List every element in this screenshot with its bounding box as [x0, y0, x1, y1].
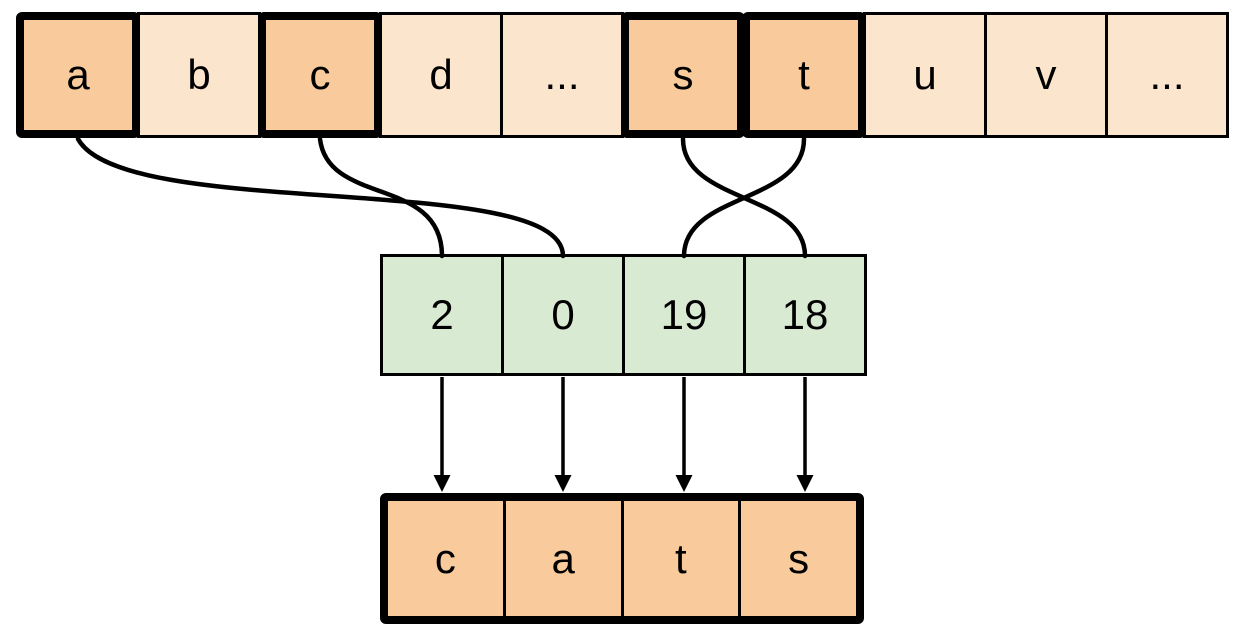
arrow-2-to-c: [433, 377, 451, 492]
alphabet-cell-label: a: [66, 51, 90, 98]
alphabet-cell-t: t: [742, 12, 866, 138]
alphabet-cell-label: b: [187, 51, 211, 98]
output-cell-s: s: [738, 501, 856, 616]
alphabet-cell-label: v: [1035, 51, 1057, 98]
index-cell-18: 18: [743, 254, 867, 376]
arrow-19-to-t: [675, 377, 693, 492]
index-cell-0: 0: [501, 254, 625, 376]
alphabet-cell-u: u: [863, 12, 987, 138]
index-cell-2: 2: [380, 254, 504, 376]
curve-t-to-19: [681, 136, 807, 259]
alphabet-cell-ellipsis-2: ...: [1105, 12, 1229, 138]
alphabet-cell-label: t: [798, 51, 810, 98]
index-cell-19: 19: [622, 254, 746, 376]
arrow-0-to-a: [554, 377, 572, 492]
alphabet-cell-label: u: [913, 51, 937, 98]
alphabet-cell-label: d: [429, 51, 453, 98]
alphabet-cell-v: v: [984, 12, 1108, 138]
arrowhead-icon: [433, 475, 451, 492]
alphabet-cell-s: s: [621, 12, 745, 138]
output-cell-label: c: [434, 534, 456, 582]
arrowhead-icon: [796, 475, 814, 492]
alphabet-cell-b: b: [137, 12, 261, 138]
alphabet-cell-c: c: [258, 12, 382, 138]
alphabet-cell-label: c: [309, 51, 331, 98]
curve-a-to-0: [75, 136, 566, 259]
alphabet-cell-a: a: [16, 12, 140, 138]
output-cell-label: t: [675, 534, 687, 582]
alphabet-cell-ellipsis-1: ...: [500, 12, 624, 138]
index-cell-label: 18: [781, 291, 829, 338]
output-array: c a t s: [380, 493, 864, 624]
output-cell-label: s: [788, 534, 810, 582]
alphabet-cell-d: d: [379, 12, 503, 138]
output-cell-c: c: [388, 501, 503, 616]
alphabet-cell-label: s: [672, 51, 694, 98]
arrowhead-icon: [675, 475, 693, 492]
index-cell-label: 19: [660, 291, 708, 338]
curve-s-to-18: [680, 136, 808, 259]
output-cell-a: a: [502, 501, 621, 616]
index-cell-label: 0: [551, 291, 575, 338]
alphabet-cell-label: ...: [544, 51, 580, 98]
curve-c-to-2: [317, 136, 445, 259]
alphabet-cell-label: ...: [1149, 51, 1185, 98]
arrow-18-to-s: [796, 377, 814, 492]
index-cell-label: 2: [430, 291, 454, 338]
arrowhead-icon: [554, 475, 572, 492]
output-cell-t: t: [620, 501, 739, 616]
output-cell-label: a: [551, 534, 575, 582]
